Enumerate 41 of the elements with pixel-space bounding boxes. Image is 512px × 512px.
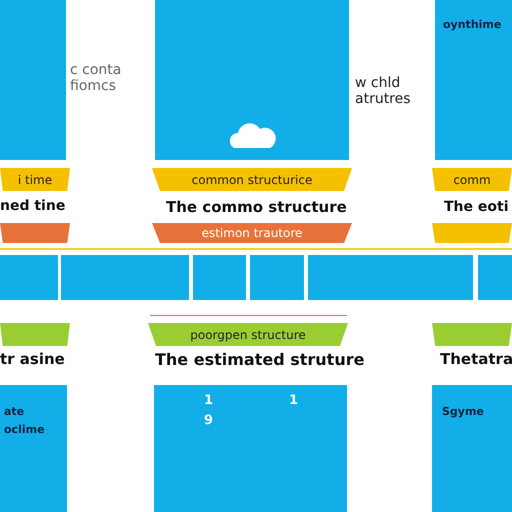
info-panel (154, 385, 347, 512)
banner-text: poorgpen structure (189, 326, 307, 344)
banner-text: i time (16, 172, 54, 188)
side-note: w chld atrutres (355, 75, 412, 107)
info-panel (61, 255, 189, 300)
panel-text: 9 (204, 413, 214, 428)
info-panel (0, 385, 67, 512)
info-panel (308, 255, 473, 300)
banner-text: estimon trautore (200, 225, 304, 242)
banner (0, 168, 70, 191)
panel-text: oclime (4, 423, 45, 436)
banner (152, 168, 352, 191)
info-panel (155, 0, 349, 160)
heading: Thetatra (440, 350, 512, 368)
info-panel (250, 255, 304, 300)
heading: The estimated struture (155, 350, 364, 369)
banner (148, 323, 348, 346)
panel-text: 1 (204, 393, 214, 408)
heading: tr asine (0, 350, 65, 368)
banner (152, 223, 352, 243)
info-panel (0, 0, 66, 160)
info-panel (193, 255, 246, 300)
banner (0, 323, 70, 346)
banner (0, 223, 70, 243)
panel-text: oynthime (443, 18, 502, 31)
panel-text: ate (4, 405, 24, 418)
panel-text: 1 (289, 393, 298, 408)
banner-text: comm (452, 172, 492, 188)
info-panel (432, 385, 512, 512)
banner (432, 223, 512, 243)
banner (432, 168, 512, 191)
heading: ned tine (0, 198, 66, 214)
banner (432, 323, 512, 346)
side-note: c conta fiomcs (70, 62, 122, 94)
banner-text: common structurice (190, 172, 314, 188)
panel-text: Sgyme (442, 405, 484, 418)
info-panel (435, 0, 512, 160)
heading: The commo structure (166, 198, 347, 216)
info-panel (0, 255, 58, 300)
info-panel (478, 255, 512, 300)
heading: The eoti (444, 199, 508, 215)
